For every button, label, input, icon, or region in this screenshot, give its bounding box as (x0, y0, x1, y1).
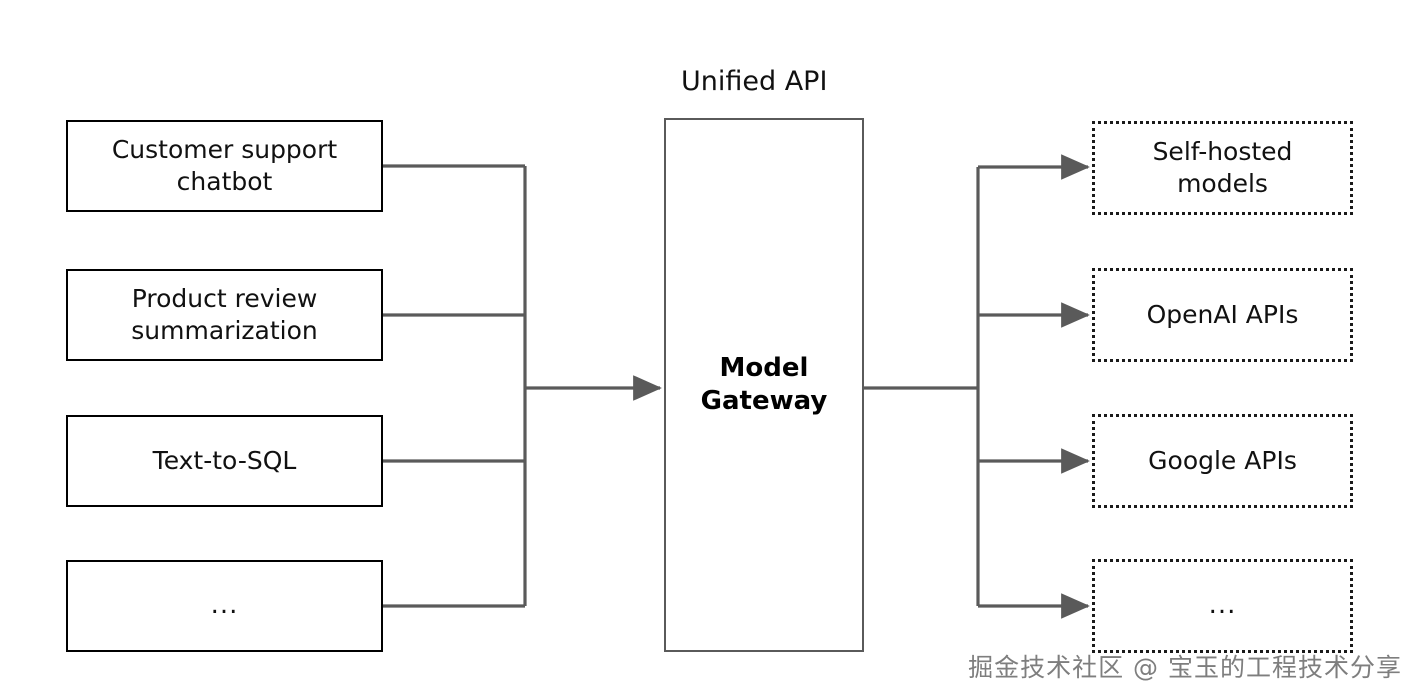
consumer-label: Text-to-SQL (152, 446, 297, 475)
model-gateway-label: Model Gateway (700, 352, 828, 416)
provider-box-google-apis[interactable]: Google APIs (1092, 414, 1353, 508)
consumer-label: Product review summarization (131, 284, 318, 345)
consumer-box-customer-support-chatbot[interactable]: Customer support chatbot (66, 120, 383, 212)
provider-label: Google APIs (1148, 446, 1297, 475)
provider-label: OpenAI APIs (1146, 300, 1299, 329)
model-gateway-box[interactable]: Model Gateway (664, 118, 864, 652)
consumer-box-more[interactable]: ... (66, 560, 383, 652)
provider-box-self-hosted-models[interactable]: Self-hosted models (1092, 121, 1353, 215)
consumer-box-product-review-summarization[interactable]: Product review summarization (66, 269, 383, 361)
provider-box-more[interactable]: ... (1092, 559, 1353, 653)
consumer-label: Customer support chatbot (111, 135, 338, 196)
provider-label: Self-hosted models (1152, 137, 1293, 198)
provider-box-openai-apis[interactable]: OpenAI APIs (1092, 268, 1353, 362)
consumer-box-text-to-sql[interactable]: Text-to-SQL (66, 415, 383, 507)
provider-label: ... (1208, 590, 1237, 621)
watermark-text: 掘金技术社区 @ 宝玉的工程技术分享 (968, 653, 1402, 682)
consumer-label: ... (210, 590, 239, 621)
unified-api-caption: Unified API (681, 66, 828, 97)
